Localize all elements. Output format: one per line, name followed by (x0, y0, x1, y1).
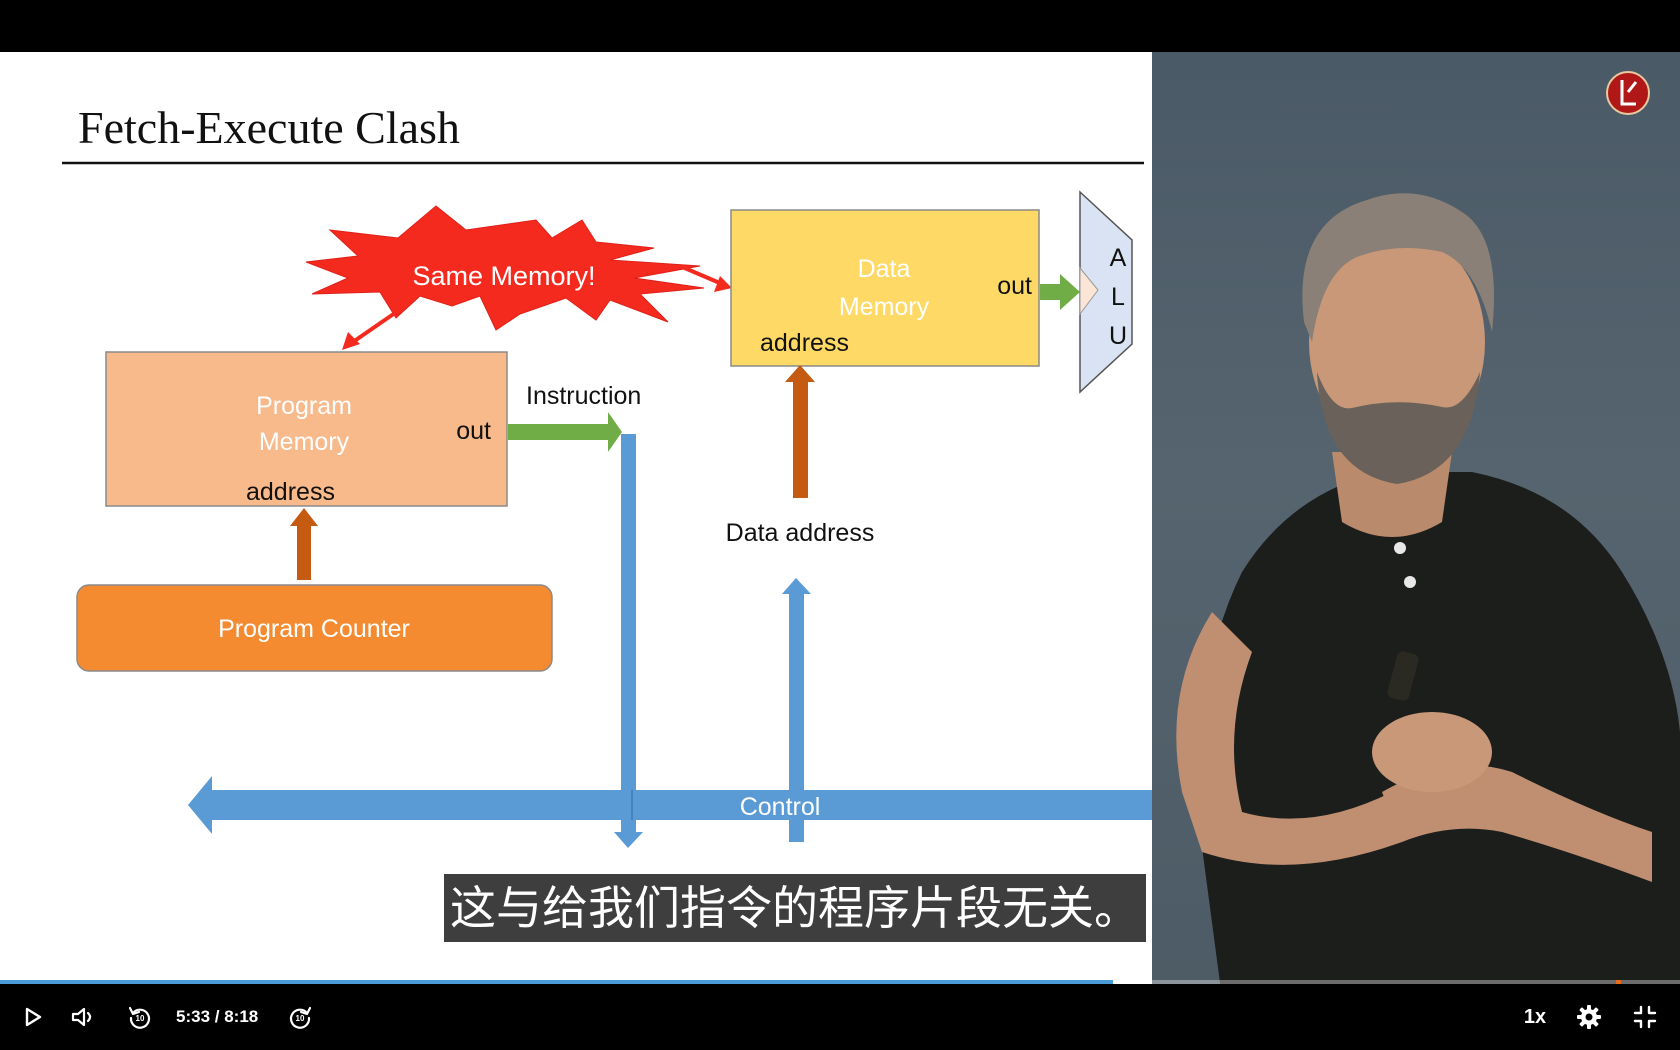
gear-icon (1577, 1005, 1601, 1029)
instruction-bus-arrow-head (614, 832, 643, 848)
instruction-bus-line (621, 434, 636, 834)
same-memory-burst (305, 205, 705, 331)
alu-shape (1079, 190, 1133, 394)
presenter-remote (1387, 651, 1419, 701)
presenter-figure (1176, 71, 1680, 998)
data-address-arrow-shaft (793, 380, 808, 498)
program-counter-label: Program Counter (218, 615, 410, 643)
pc-arrow-shaft (297, 524, 311, 580)
shirt-button-2 (1404, 576, 1416, 588)
forward-10-icon: 10 (289, 1006, 312, 1029)
data-memory-out-label: out (997, 272, 1032, 300)
program-memory-address-label: address (246, 478, 335, 506)
fullscreen-icon (1633, 1005, 1657, 1029)
channel-logo-icon (1606, 71, 1650, 115)
burst-arrow-head-data (714, 276, 732, 292)
alu-input-notch (1079, 266, 1099, 316)
presenter-left-arm (1176, 612, 1402, 865)
forward-10-button[interactable]: 10 (284, 998, 316, 1036)
presenter-right-arm (1382, 765, 1652, 882)
play-icon (25, 1007, 42, 1027)
program-memory-out-label: out (456, 417, 491, 445)
fullscreen-button[interactable] (1628, 998, 1662, 1036)
program-memory-label-2: Memory (259, 428, 350, 456)
burst-arrow-to-data (679, 264, 723, 286)
svg-text:10: 10 (296, 1014, 305, 1023)
data-memory-label-2: Memory (839, 293, 930, 321)
playback-speed-button[interactable]: 1x (1523, 1005, 1547, 1028)
data-out-arrow-head (1060, 274, 1080, 310)
data-address-arrow-head (785, 365, 815, 382)
player-controls: 10 5:33 / 8:18 10 1x (0, 984, 1680, 1050)
video-frame[interactable]: Fetch-Execute Clash Same Memory! Data Me… (0, 52, 1680, 998)
program-memory-box (105, 351, 508, 507)
data-address-bus-line (789, 592, 804, 842)
pc-arrow-head (290, 508, 318, 526)
rewind-10-icon: 10 (128, 1006, 151, 1029)
same-memory-label: Same Memory! (412, 261, 595, 291)
time-display: 5:33 / 8:18 (176, 998, 258, 1036)
svg-text:10: 10 (136, 1014, 145, 1023)
control-label: Control (740, 793, 821, 821)
subtitle-caption: 这与给我们指令的程序片段无关。 (444, 874, 1146, 942)
alu-letter-u: U (1109, 322, 1127, 350)
shirt-button-1 (1394, 542, 1406, 554)
program-memory-label-1: Program (256, 392, 352, 420)
presenter-hands (1372, 712, 1492, 792)
data-address-label: Data address (726, 519, 875, 547)
duration: 8:18 (224, 1007, 259, 1026)
rewind-10-button[interactable]: 10 (124, 998, 156, 1036)
progress-bar-marker (1616, 980, 1621, 984)
play-button[interactable] (18, 998, 48, 1036)
alu-letter-a: A (1110, 244, 1127, 272)
presenter-hair (1302, 193, 1494, 342)
data-address-bus-arrow-head (782, 578, 811, 594)
progress-bar-fill (0, 980, 1113, 984)
control-bus-arrow-head (188, 776, 212, 834)
time-separator: / (210, 1007, 225, 1026)
volume-icon (71, 1007, 92, 1027)
presenter-beard (1317, 372, 1480, 484)
data-memory-box (730, 209, 1040, 367)
data-memory-label-1: Data (858, 255, 911, 283)
burst-arrow-head-program (342, 332, 360, 350)
burst-arrow-to-program (348, 302, 410, 346)
data-memory-address-label: address (760, 329, 849, 357)
presenter-video (1152, 52, 1680, 998)
data-out-arrow-shaft (1040, 284, 1062, 300)
instruction-label: Instruction (526, 382, 641, 410)
slide-diagram: Fetch-Execute Clash Same Memory! Data Me… (62, 102, 1152, 848)
volume-button[interactable] (66, 998, 102, 1036)
settings-button[interactable] (1572, 998, 1606, 1036)
program-counter-box (76, 584, 553, 672)
lecture-slide: Fetch-Execute Clash Same Memory! Data Me… (0, 52, 1152, 998)
current-time: 5:33 (176, 1007, 211, 1026)
instruction-arrow-head (608, 412, 622, 452)
alu-letter-l: L (1111, 283, 1125, 311)
instruction-arrow-shaft (508, 424, 612, 440)
progress-bar[interactable] (0, 980, 1680, 984)
control-bus (210, 790, 1152, 820)
slide-title: Fetch-Execute Clash (78, 102, 460, 153)
presenter-face (1309, 230, 1485, 454)
